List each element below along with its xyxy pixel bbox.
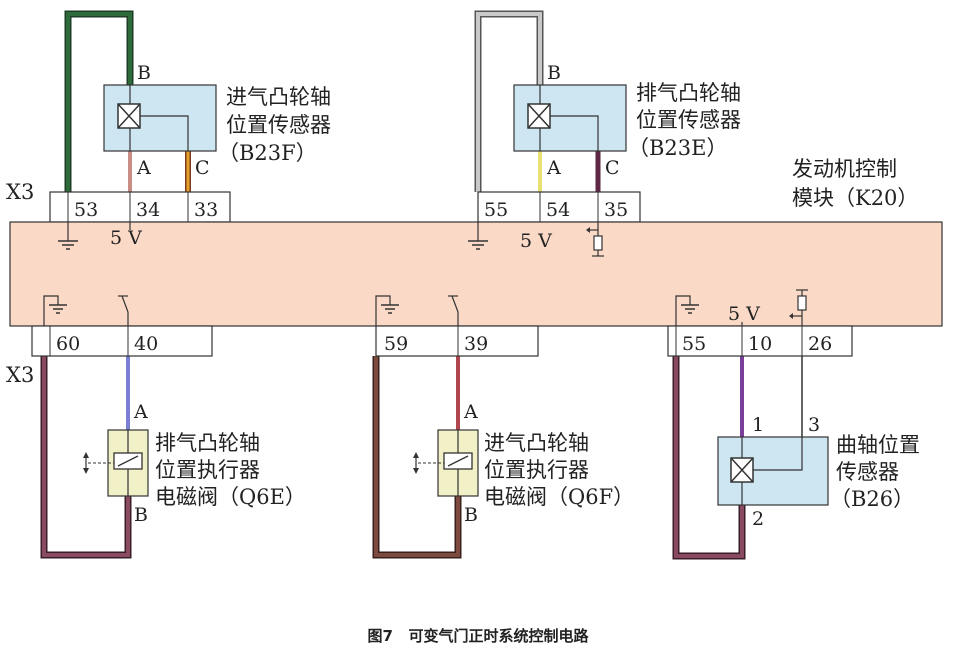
actuator-arrow-icon xyxy=(413,452,444,474)
pin-33: 33 xyxy=(194,199,218,221)
sensor-b23f-symbol-icon xyxy=(117,85,189,151)
b23f-label-line3: （B23F） xyxy=(218,141,317,165)
connector-bottom-right xyxy=(667,325,853,357)
ecm-label-line1: 发动机控制 xyxy=(792,157,897,181)
sensor-b26-symbol-icon xyxy=(730,437,803,505)
ecm-label-line2: 模块（K20） xyxy=(792,186,918,210)
b26-label-line2: 传感器 xyxy=(836,460,899,484)
pull-up-resistor-icon xyxy=(789,289,808,326)
q6e-pin-a: A xyxy=(133,401,148,423)
b23f-label-line2: 位置传感器 xyxy=(226,113,331,137)
pin-55-top: 55 xyxy=(484,199,508,221)
b23f-pin-a: A xyxy=(136,157,151,179)
b23f-label-line1: 进气凸轮轴 xyxy=(226,85,331,109)
q6f-label-line1: 进气凸轮轴 xyxy=(484,431,589,455)
b23e-label-line2: 位置传感器 xyxy=(636,108,741,132)
pin-35: 35 xyxy=(604,199,628,221)
driver-switch-icon xyxy=(118,295,129,326)
pull-up-resistor-icon xyxy=(586,222,604,257)
voltage-label-1: 5 V xyxy=(110,227,142,249)
b23e-pin-b: B xyxy=(547,62,561,84)
b23f-pin-c: C xyxy=(195,157,210,179)
b26-pin-2: 2 xyxy=(752,508,764,530)
pin-55-bottom: 55 xyxy=(682,333,706,355)
q6e-label-line3: 电磁阀（Q6E） xyxy=(155,485,306,509)
pin-34: 34 xyxy=(136,199,160,221)
q6e-label-line1: 排气凸轮轴 xyxy=(155,431,260,455)
q6e-pin-b: B xyxy=(134,504,148,526)
b23f-pin-b: B xyxy=(137,62,151,84)
voltage-label-3: 5 V xyxy=(728,303,760,325)
ground-icon xyxy=(43,295,67,326)
connector-top-left xyxy=(49,191,231,223)
x3-top-label: X3 xyxy=(6,180,34,204)
b26-label-line1: 曲轴位置 xyxy=(836,433,920,457)
sensor-b23e-symbol-icon xyxy=(527,85,599,151)
pin-40: 40 xyxy=(134,333,158,355)
figure-caption: 图7 可变气门正时系统控制电路 xyxy=(367,627,589,645)
driver-switch-icon xyxy=(448,295,459,326)
solenoid-coil-icon xyxy=(113,430,143,496)
solenoid-coil-icon xyxy=(443,430,473,496)
pin-26: 26 xyxy=(808,333,832,355)
b23e-pin-a: A xyxy=(546,157,561,179)
pin-39: 39 xyxy=(464,333,488,355)
q6f-pin-b: B xyxy=(464,504,478,526)
pin-60: 60 xyxy=(56,333,80,355)
actuator-arrow-icon xyxy=(83,452,114,474)
connector-bottom-left xyxy=(31,325,213,357)
pin-54: 54 xyxy=(546,199,570,221)
connector-top-right xyxy=(477,191,641,223)
pin-10: 10 xyxy=(748,333,772,355)
b26-pin-1: 1 xyxy=(752,414,764,436)
voltage-label-2: 5 V xyxy=(520,230,552,252)
connector-bottom-mid xyxy=(375,325,539,357)
ground-icon xyxy=(375,295,399,326)
ground-icon xyxy=(58,222,78,250)
pin-53: 53 xyxy=(74,199,98,221)
q6e-label-line2: 位置执行器 xyxy=(155,458,260,482)
ecm-module-body xyxy=(9,221,943,327)
q6f-label-line2: 位置执行器 xyxy=(484,458,589,482)
b23e-label-line1: 排气凸轮轴 xyxy=(636,81,741,105)
q6f-label-line3: 电磁阀（Q6F） xyxy=(484,485,634,509)
ground-icon xyxy=(468,222,488,250)
ground-icon xyxy=(675,295,699,326)
b26-pin-3: 3 xyxy=(808,414,820,436)
pin-59: 59 xyxy=(384,333,408,355)
b23e-label-line3: （B23E） xyxy=(628,136,727,160)
q6f-pin-a: A xyxy=(463,401,478,423)
b26-label-line3: （B26） xyxy=(830,487,914,511)
x3-bottom-label: X3 xyxy=(6,363,34,387)
b23e-pin-c: C xyxy=(605,157,620,179)
